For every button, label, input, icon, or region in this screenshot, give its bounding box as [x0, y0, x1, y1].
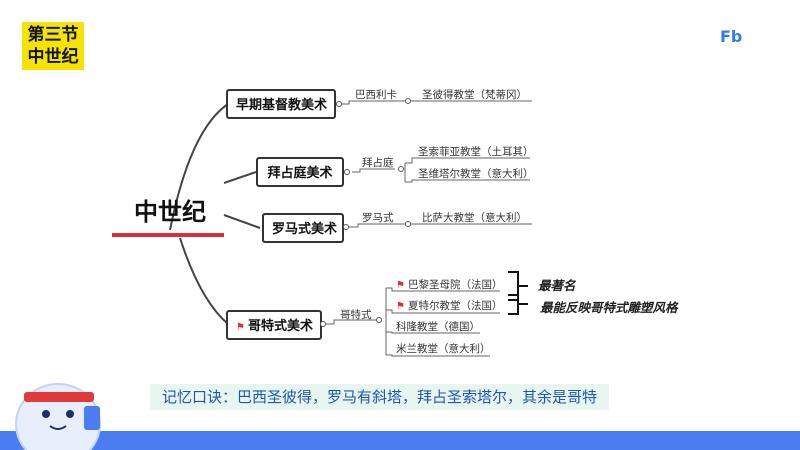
annotation-gothic-sculpture: 最能反映哥特式雕塑风格: [540, 300, 678, 315]
collapse-dot[interactable]: [336, 101, 342, 107]
sub-romanesque: 罗马式: [362, 212, 394, 224]
leaf-notre-dame-label: 巴黎圣母院（法国）: [407, 279, 503, 291]
topic-gothic-label: 哥特式美术: [247, 319, 313, 334]
collapse-dot[interactable]: [320, 321, 326, 327]
center-underline: [112, 233, 224, 237]
leaf-hagia-sophia: 圣索菲亚教堂（土耳其）: [418, 146, 534, 158]
topic-early-christian[interactable]: 早期基督教美术: [226, 89, 336, 119]
mnemonic-banner: 记忆口诀：巴西圣彼得，罗马有斜塔，拜占圣索塔尔，其余是哥特: [150, 384, 610, 410]
leaf-pisa-cathedral: 比萨大教堂（意大利）: [422, 212, 527, 224]
leaf-notre-dame: ⚑巴黎圣母院（法国）: [396, 277, 502, 292]
section-tag-line2: 中世纪: [27, 47, 79, 67]
collapse-dot[interactable]: [376, 317, 382, 323]
collapse-dot[interactable]: [405, 221, 411, 227]
flag-icon: ⚑: [396, 301, 405, 312]
leaf-chartres: ⚑夏特尔教堂（法国）: [396, 298, 502, 313]
collapse-dot[interactable]: [398, 166, 404, 172]
brand-logo: Fb: [720, 27, 743, 46]
center-topic: 中世纪: [134, 198, 206, 226]
leaf-milan: 米兰教堂（意大利）: [396, 343, 491, 355]
collapse-dot[interactable]: [344, 169, 350, 175]
flag-icon: ⚑: [236, 322, 245, 333]
mascot-illustration: [10, 362, 110, 450]
topic-gothic[interactable]: ⚑哥特式美术: [226, 310, 322, 340]
bottom-bar: [0, 431, 800, 450]
topic-romanesque[interactable]: 罗马式美术: [262, 213, 344, 243]
sub-byzantine: 拜占庭: [362, 157, 394, 169]
collapse-dot[interactable]: [343, 224, 349, 230]
leaf-chartres-label: 夏特尔教堂（法国）: [407, 300, 503, 312]
collapse-dot[interactable]: [405, 98, 411, 104]
flag-icon: ⚑: [396, 280, 405, 291]
annotation-most-famous: 最著名: [538, 278, 576, 293]
sub-gothic: 哥特式: [340, 309, 372, 321]
leaf-st-peter: 圣彼得教堂（梵蒂冈）: [422, 89, 527, 101]
leaf-san-vitale: 圣维塔尔教堂（意大利）: [418, 168, 534, 180]
section-tag: 第三节 中世纪: [22, 22, 84, 70]
section-tag-line1: 第三节: [27, 25, 79, 45]
leaf-cologne: 科隆教堂（德国）: [396, 321, 480, 333]
topic-byzantine[interactable]: 拜占庭美术: [256, 157, 344, 187]
sub-basilica: 巴西利卡: [355, 89, 397, 101]
